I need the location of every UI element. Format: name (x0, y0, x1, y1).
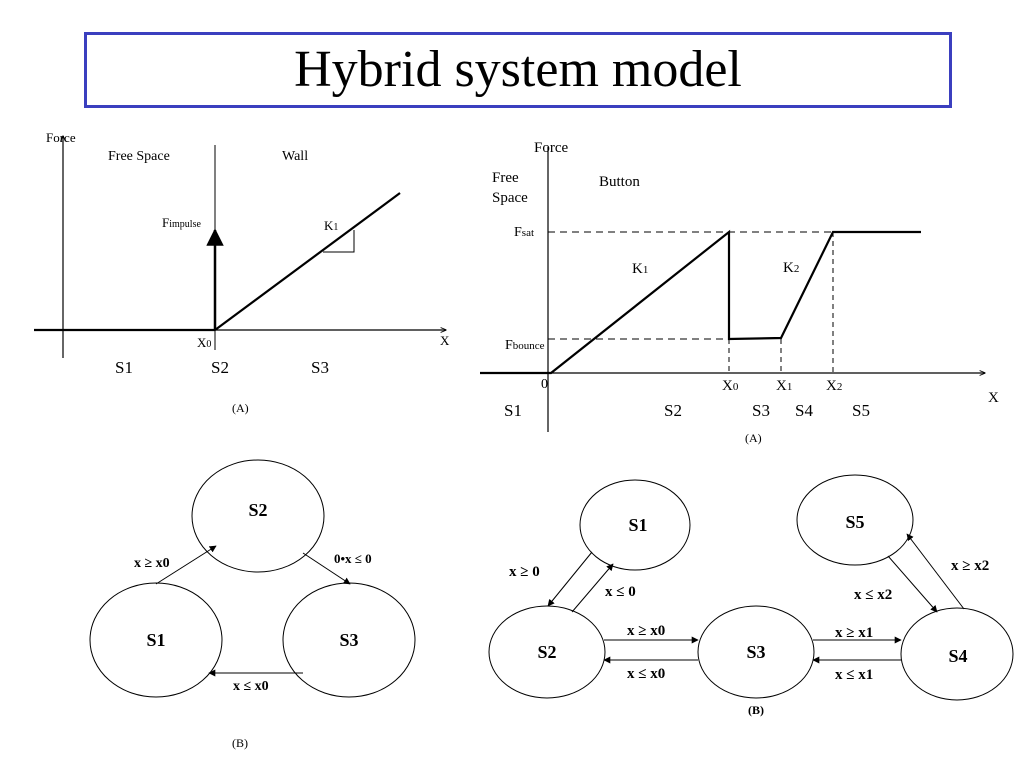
button-state-s2: S2 (664, 401, 682, 420)
button-fsm-arrow-s5-s4 (887, 555, 938, 613)
button-fsm-caption: (B) (748, 703, 764, 717)
wall-state-s3: S3 (311, 358, 329, 377)
button-fsm-cond-s4-s3: x ≤ x1 (835, 667, 873, 683)
slope-triangle (323, 230, 355, 253)
button-x-axis-label: X (988, 390, 999, 406)
button-fsm-cond-s1-s2: x ≥ 0 (509, 564, 540, 580)
button-state-s1: S1 (504, 401, 522, 420)
wall-fsm-node-s1 (89, 582, 223, 698)
button-caption: (A) (745, 431, 762, 445)
wall-fsm-arrow-s2-s3 (302, 552, 351, 585)
wall-fsm-arrow-s1-s2 (155, 545, 217, 585)
button-fsm-label-s1: S1 (628, 515, 647, 535)
fsat-label: Fsat (514, 225, 534, 240)
wall-fsm-cond-s3-s1: x ≤ x0 (233, 679, 269, 694)
x0-tick-label: X0 (722, 378, 739, 394)
wall-force-plot: Force X Free Space Wall Fimpulse K1 X0 S… (34, 130, 450, 415)
wall-fsm-cond-s2-s3: 0•x ≤ 0 (334, 551, 372, 566)
button-fsm-arrow-s1-s2 (547, 551, 593, 607)
x2-tick-label: X2 (826, 378, 842, 394)
wall-fsm-node-s2 (191, 459, 325, 573)
button-fsm-arrow-s4-s5 (906, 533, 965, 610)
button-fsm-cond-s2-s3: x ≥ x0 (627, 623, 665, 639)
button-fsm-label-s4: S4 (948, 646, 967, 666)
wall-region-free: Free Space (108, 149, 170, 164)
wall-fsm-caption: (B) (232, 736, 248, 750)
button-fsm-arrow-s2-s1 (571, 563, 614, 613)
wall-x-axis-label: X (440, 333, 450, 348)
k2-label: K2 (783, 260, 799, 276)
wall-region-wall: Wall (282, 149, 308, 164)
button-fsm-cond-s3-s4: x ≥ x1 (835, 625, 873, 641)
wall-fsm-label-s1: S1 (146, 630, 165, 650)
button-force-plot: Force X Free Space Button Fsat Fbounce K… (480, 140, 999, 445)
button-force-curve (480, 229, 921, 375)
wall-state-s1: S1 (115, 358, 133, 377)
page-title: Hybrid system model (294, 41, 742, 98)
button-fsm-node-s2 (488, 605, 606, 699)
wall-caption: (A) (232, 401, 249, 415)
button-y-axis-label: Force (534, 140, 568, 156)
impulse-label: Fimpulse (162, 215, 201, 230)
button-fsm-label-s3: S3 (746, 642, 765, 662)
button-state-s3: S3 (752, 401, 770, 420)
wall-spring-line (214, 192, 401, 331)
button-fsm-node-s4 (900, 607, 1014, 701)
wall-state-machine: S2 S1 S3 x ≥ x0 0•x ≤ 0 x ≤ x0 (B) (89, 459, 416, 750)
button-region-free-line2: Space (492, 190, 528, 206)
button-fsm-cond-s5-s4: x ≤ x2 (854, 587, 892, 603)
button-fsm-node-s5 (796, 474, 914, 566)
wall-state-s2: S2 (211, 358, 229, 377)
origin-label: 0 (541, 377, 548, 392)
button-state-s4: S4 (795, 401, 813, 420)
button-fsm-label-s2: S2 (537, 642, 556, 662)
button-fsm-node-s1 (579, 479, 691, 571)
button-region-free-line1: Free (492, 170, 519, 186)
button-fsm-node-s3 (697, 605, 815, 699)
wall-fsm-label-s3: S3 (339, 630, 358, 650)
title-box: Hybrid system model (84, 32, 952, 108)
wall-y-axis-label: Force (46, 130, 76, 145)
x1-tick-label: X1 (776, 378, 792, 394)
wall-fsm-cond-s1-s2: x ≥ x0 (134, 556, 170, 571)
button-fsm-cond-s2-s1: x ≤ 0 (605, 584, 636, 600)
button-fsm-cond-s4-s5: x ≥ x2 (951, 558, 989, 574)
button-state-s5: S5 (852, 401, 870, 420)
wall-x0-label: X0 (197, 335, 211, 350)
wall-slope-label: K1 (324, 218, 338, 233)
wall-fsm-label-s2: S2 (248, 500, 267, 520)
k1-label: K1 (632, 261, 648, 277)
button-fsm-cond-s3-s2: x ≤ x0 (627, 666, 665, 682)
button-region-button: Button (599, 174, 640, 190)
button-state-machine: S1 S5 S2 S3 S4 x ≥ 0 x ≤ 0 x ≥ x0 x ≤ x0… (488, 474, 1014, 717)
fbounce-label: Fbounce (505, 338, 545, 353)
button-fsm-label-s5: S5 (845, 512, 864, 532)
